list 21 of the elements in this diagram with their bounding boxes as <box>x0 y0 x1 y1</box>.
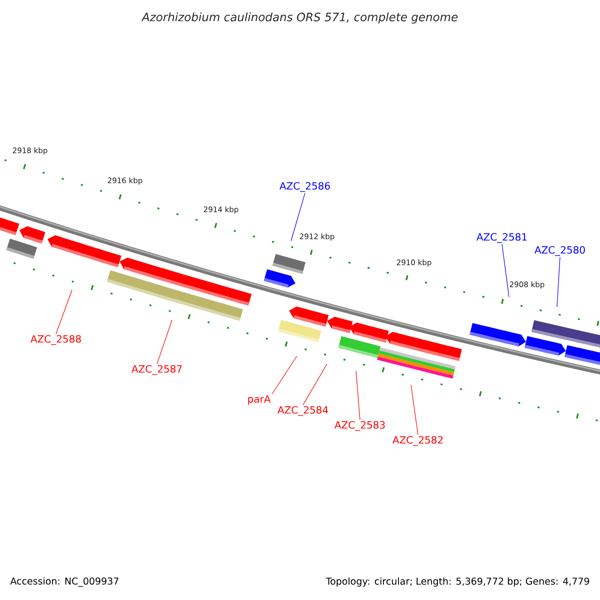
leader-line <box>156 320 172 364</box>
gene-label: parA <box>248 395 271 405</box>
leader-line <box>410 384 418 436</box>
gene-label: AZC_2584 <box>278 406 328 416</box>
leader-line <box>356 370 360 420</box>
gene-label: AZC_2587 <box>132 365 182 375</box>
leader-line <box>302 364 328 406</box>
gene-label: AZC_2588 <box>30 335 81 345</box>
leader-line <box>272 356 298 394</box>
gene-label: AZC_2583 <box>334 421 385 431</box>
gene-label: AZC_2582 <box>392 436 443 446</box>
genome-info-text: Topology: circular; Length: 5,369,772 bp; Genes: 4,779 <box>326 577 590 587</box>
accession-text: Accession: NC_009937 <box>10 577 118 587</box>
leader-line <box>502 244 510 298</box>
gene-label: AZC_2581 <box>476 233 527 243</box>
title: Azorhizobium caulinodans ORS 571, complete genome <box>141 12 458 24</box>
leader-line <box>290 192 306 242</box>
leader-line <box>556 256 560 308</box>
leader-line <box>56 290 72 334</box>
gene-label: AZC_2586 <box>280 182 330 192</box>
gene-label: AZC_2580 <box>534 246 585 256</box>
